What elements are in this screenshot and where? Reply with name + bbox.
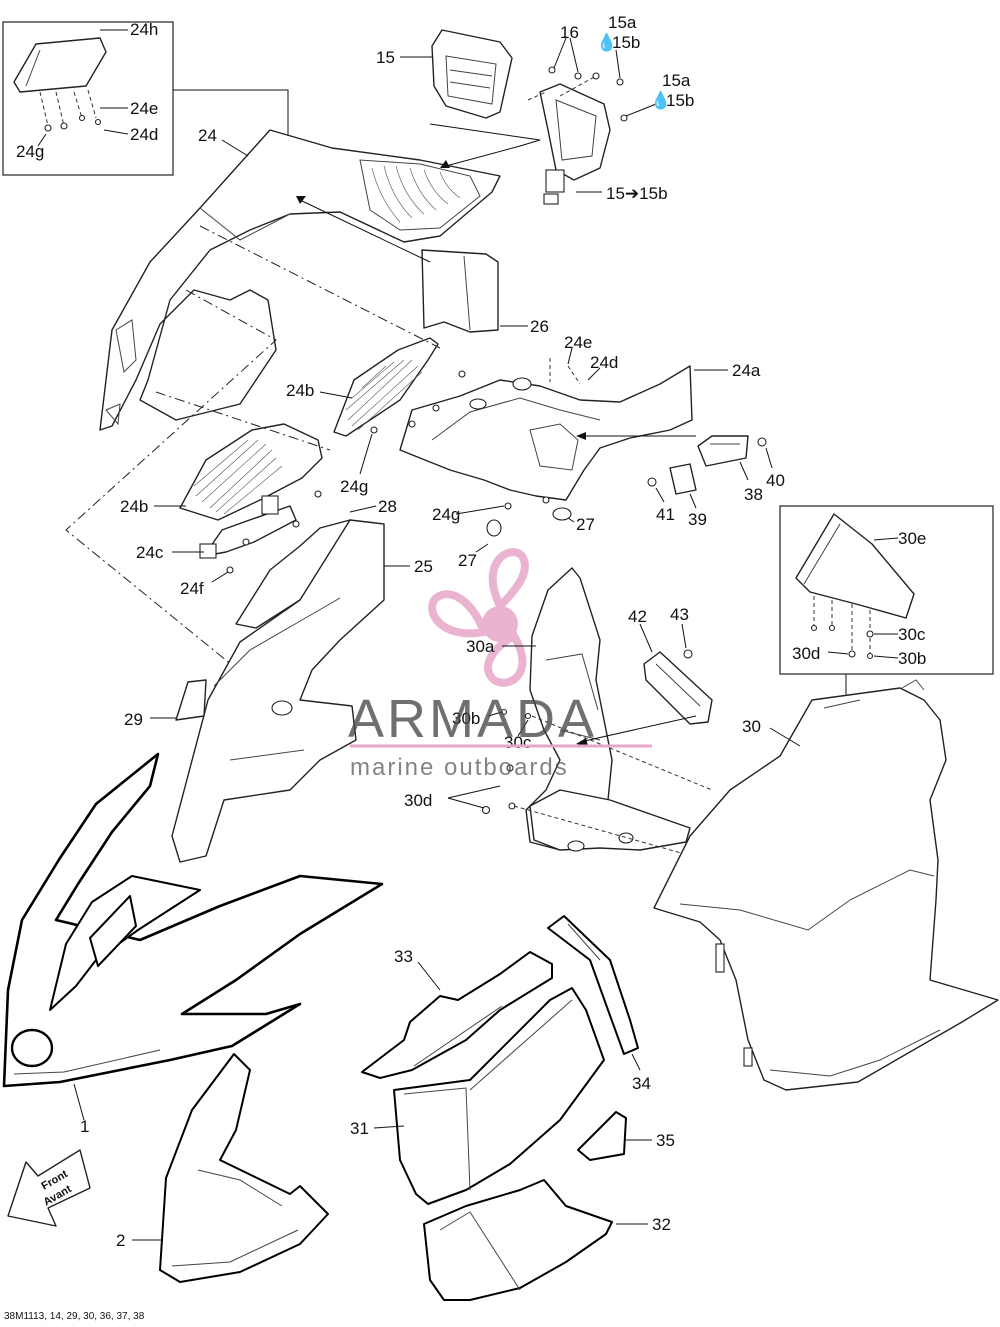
callout-24g-2: 24g [432, 505, 460, 524]
part-26 [421, 249, 499, 333]
callout-30: 30 [742, 717, 761, 736]
drop-icon: 💧 [650, 90, 671, 110]
callout-30a: 30a [466, 637, 495, 656]
callout-24g-box: 24g [16, 142, 44, 161]
callout-24f: 24f [180, 579, 204, 598]
callout-2: 2 [116, 1231, 125, 1250]
part-32 [423, 1179, 613, 1301]
propeller-logo [428, 548, 529, 687]
part-42-strut [643, 651, 713, 725]
callout-41: 41 [656, 505, 675, 524]
part-2-lower-front [159, 1053, 329, 1283]
part-24b-vent-lower [179, 423, 323, 521]
part-24-upper-hood [99, 129, 501, 431]
drop-icon: 💧 [596, 32, 617, 52]
front-direction-arrow: Front Avant [7, 1149, 91, 1227]
callout-15-to-15b: 15➔15b [606, 184, 668, 203]
callout-15: 15 [376, 48, 395, 67]
callout-15b-2: 15b [666, 91, 694, 110]
part-24b-vent-upper [333, 337, 439, 437]
callout-29: 29 [124, 710, 143, 729]
callout-24h: 24h [130, 20, 158, 39]
callout-34: 34 [632, 1074, 651, 1093]
detail-box-30e [779, 505, 994, 675]
callout-24a: 24a [732, 361, 761, 380]
callout-24b-1: 24b [286, 381, 314, 400]
callout-43: 43 [670, 605, 689, 624]
part-30a-lower-frame [529, 789, 691, 852]
callout-27-2: 27 [458, 551, 477, 570]
watermark-subtitle: marine outboards [350, 754, 569, 781]
callout-30b-box: 30b [898, 649, 926, 668]
callout-31: 31 [350, 1119, 369, 1138]
part-25-side-panel [171, 519, 385, 863]
callout-35: 35 [656, 1131, 675, 1150]
part-33 [361, 951, 553, 1079]
callout-28: 28 [378, 497, 397, 516]
callout-40: 40 [766, 471, 785, 490]
callout-24g-1: 24g [340, 477, 368, 496]
callout-24: 24 [198, 126, 217, 145]
callout-32: 32 [652, 1215, 671, 1234]
part-29 [175, 679, 207, 721]
callout-24e: 24e [564, 333, 592, 352]
footer-reference: 38M1113, 14, 29, 30, 36, 37, 38 [4, 1311, 145, 1322]
callout-24b-2: 24b [120, 497, 148, 516]
callout-26: 26 [530, 317, 549, 336]
callout-15b-1: 15b [612, 33, 640, 52]
callout-39: 39 [688, 510, 707, 529]
callout-27-1: 27 [576, 515, 595, 534]
watermark-title: ARMADA [348, 689, 598, 749]
part-15b-bracket [539, 83, 611, 205]
callout-25: 25 [414, 557, 433, 576]
part-1-front-nose [2, 752, 384, 1088]
part-31 [393, 987, 605, 1205]
part-24a-inner-frame [399, 365, 693, 501]
part-39-plate [669, 463, 697, 495]
callout-24d-box: 24d [130, 125, 158, 144]
part-35 [577, 1111, 627, 1161]
part-15-headlight [431, 29, 513, 119]
callout-30e: 30e [898, 529, 926, 548]
callout-24e-box: 24e [130, 99, 158, 118]
part-34 [547, 915, 639, 1055]
callout-30b: 30b [452, 709, 480, 728]
part-24c-clip [199, 495, 297, 559]
callout-33: 33 [394, 947, 413, 966]
part-30-side-panel [653, 679, 999, 1091]
detail-box-24h [2, 21, 174, 176]
callout-38: 38 [744, 485, 763, 504]
callout-24c: 24c [136, 543, 164, 562]
callout-30c-box: 30c [898, 625, 926, 644]
callout-30d: 30d [404, 791, 432, 810]
callout-1: 1 [80, 1117, 89, 1136]
callout-15a-2: 15a [662, 71, 691, 90]
callout-42: 42 [628, 607, 647, 626]
callout-30d-box: 30d [792, 644, 820, 663]
callout-24d: 24d [590, 353, 618, 372]
callout-16: 16 [560, 23, 579, 42]
part-38-latch [697, 435, 749, 467]
callout-15a-1: 15a [608, 13, 637, 32]
